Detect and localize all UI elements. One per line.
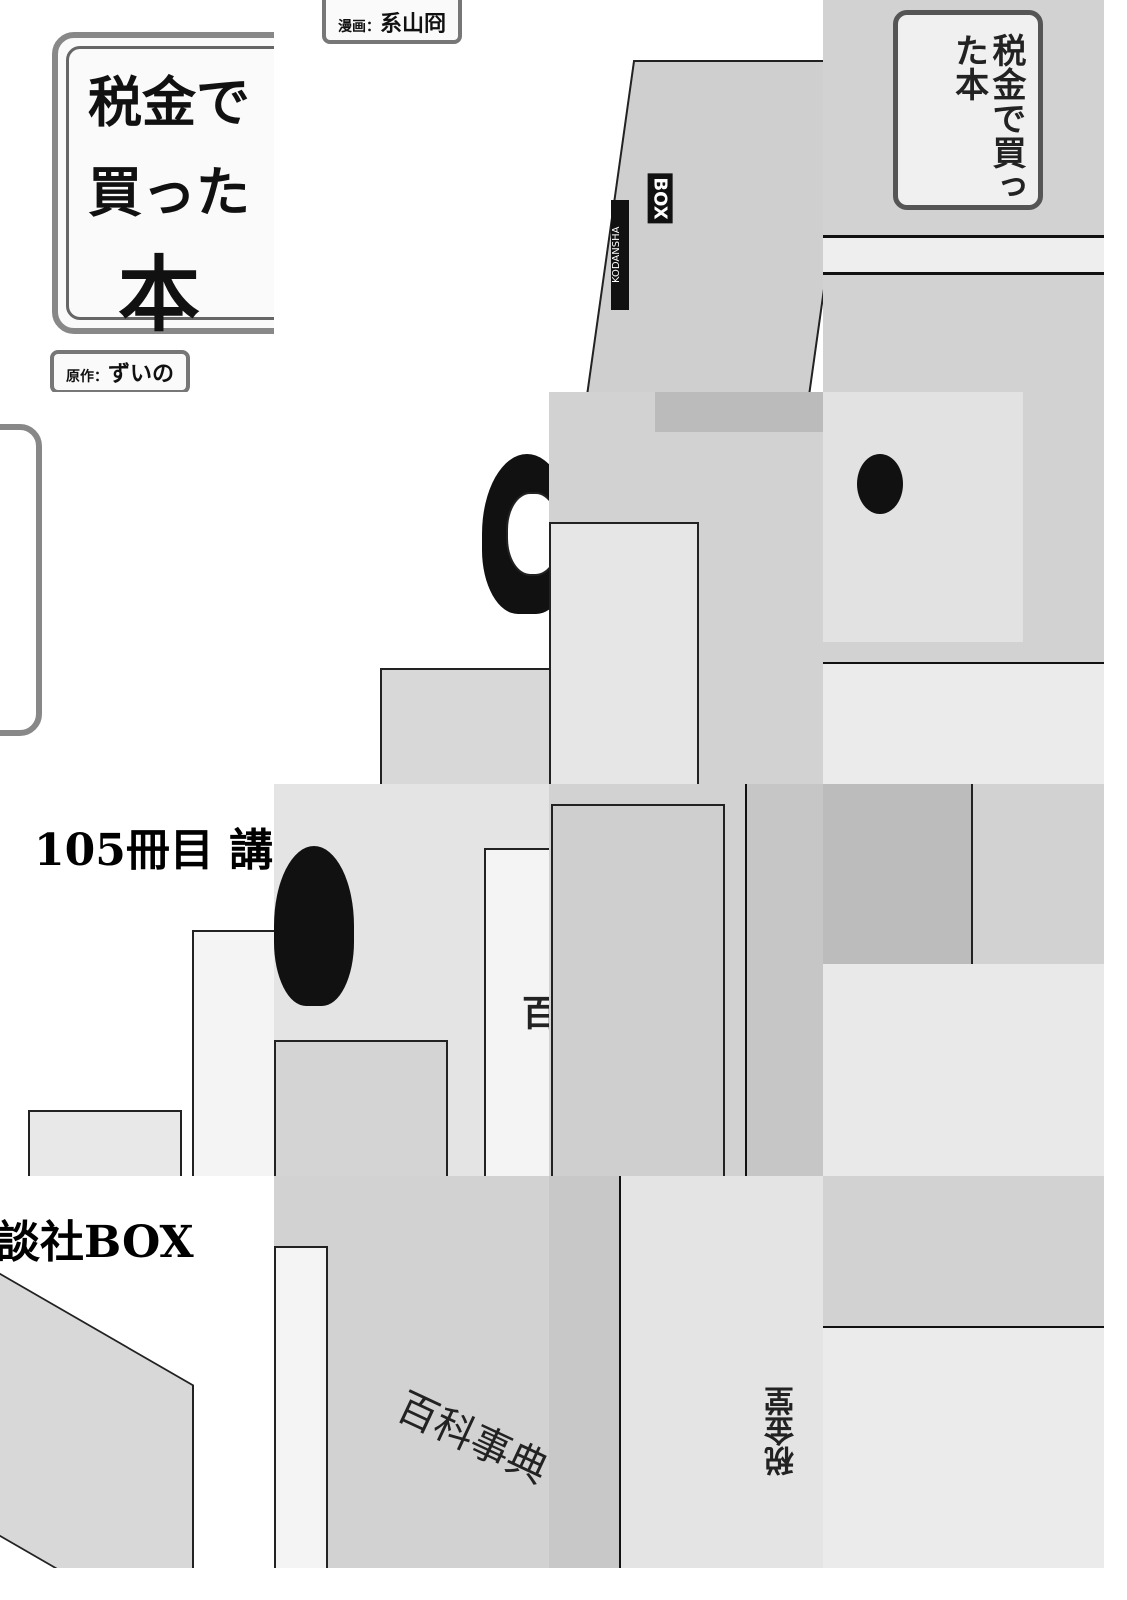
tile-girl-boxes: 百	[274, 784, 549, 1176]
tile-kodansha-box: KODANSHA BOX	[549, 0, 823, 392]
tile-rotated-scene	[823, 392, 1104, 784]
tile-chapter-title: 105冊目 講	[0, 784, 274, 1176]
tile-interior	[549, 392, 823, 784]
title-line-3: 本	[118, 248, 201, 343]
title-logo: 税金で 買った 本	[52, 32, 274, 343]
tile-frame-edge	[0, 392, 274, 784]
box-label: BOX	[647, 173, 673, 224]
sign-board: 税金で買った本	[893, 10, 1043, 210]
chapter-title-part1: 105冊目 講	[34, 825, 274, 876]
brand-label: KODANSHA	[611, 200, 629, 310]
tile-tall-box	[549, 784, 823, 1176]
chapter-title-part2: 談社BOX	[0, 1217, 194, 1268]
tile-title-logo: 税金で 買った 本 原作：ずいの	[0, 0, 274, 392]
original-credit: 原作：ずいの	[50, 350, 191, 392]
tile-floor-2	[823, 1176, 1104, 1568]
encyclopedia-label: 百科事典	[390, 1383, 549, 1494]
tile-encyclopedia: 百科事典	[274, 1176, 549, 1568]
tile-girl-peeking	[274, 392, 549, 784]
title-line-1: 税金で	[88, 71, 250, 134]
tile-store-label: 税金堂	[549, 1176, 823, 1568]
tile-chapter-title-2: 談社BOX	[0, 1176, 274, 1568]
title-line-2: 買った	[88, 161, 250, 224]
tile-art-credit: 漫画：系山冏	[274, 0, 549, 392]
tile-sign: 税金で買った本	[823, 0, 1104, 392]
store-label: 税金堂	[765, 1386, 800, 1476]
art-credit: 漫画：系山冏	[322, 0, 463, 44]
tile-floor	[823, 784, 1104, 1176]
